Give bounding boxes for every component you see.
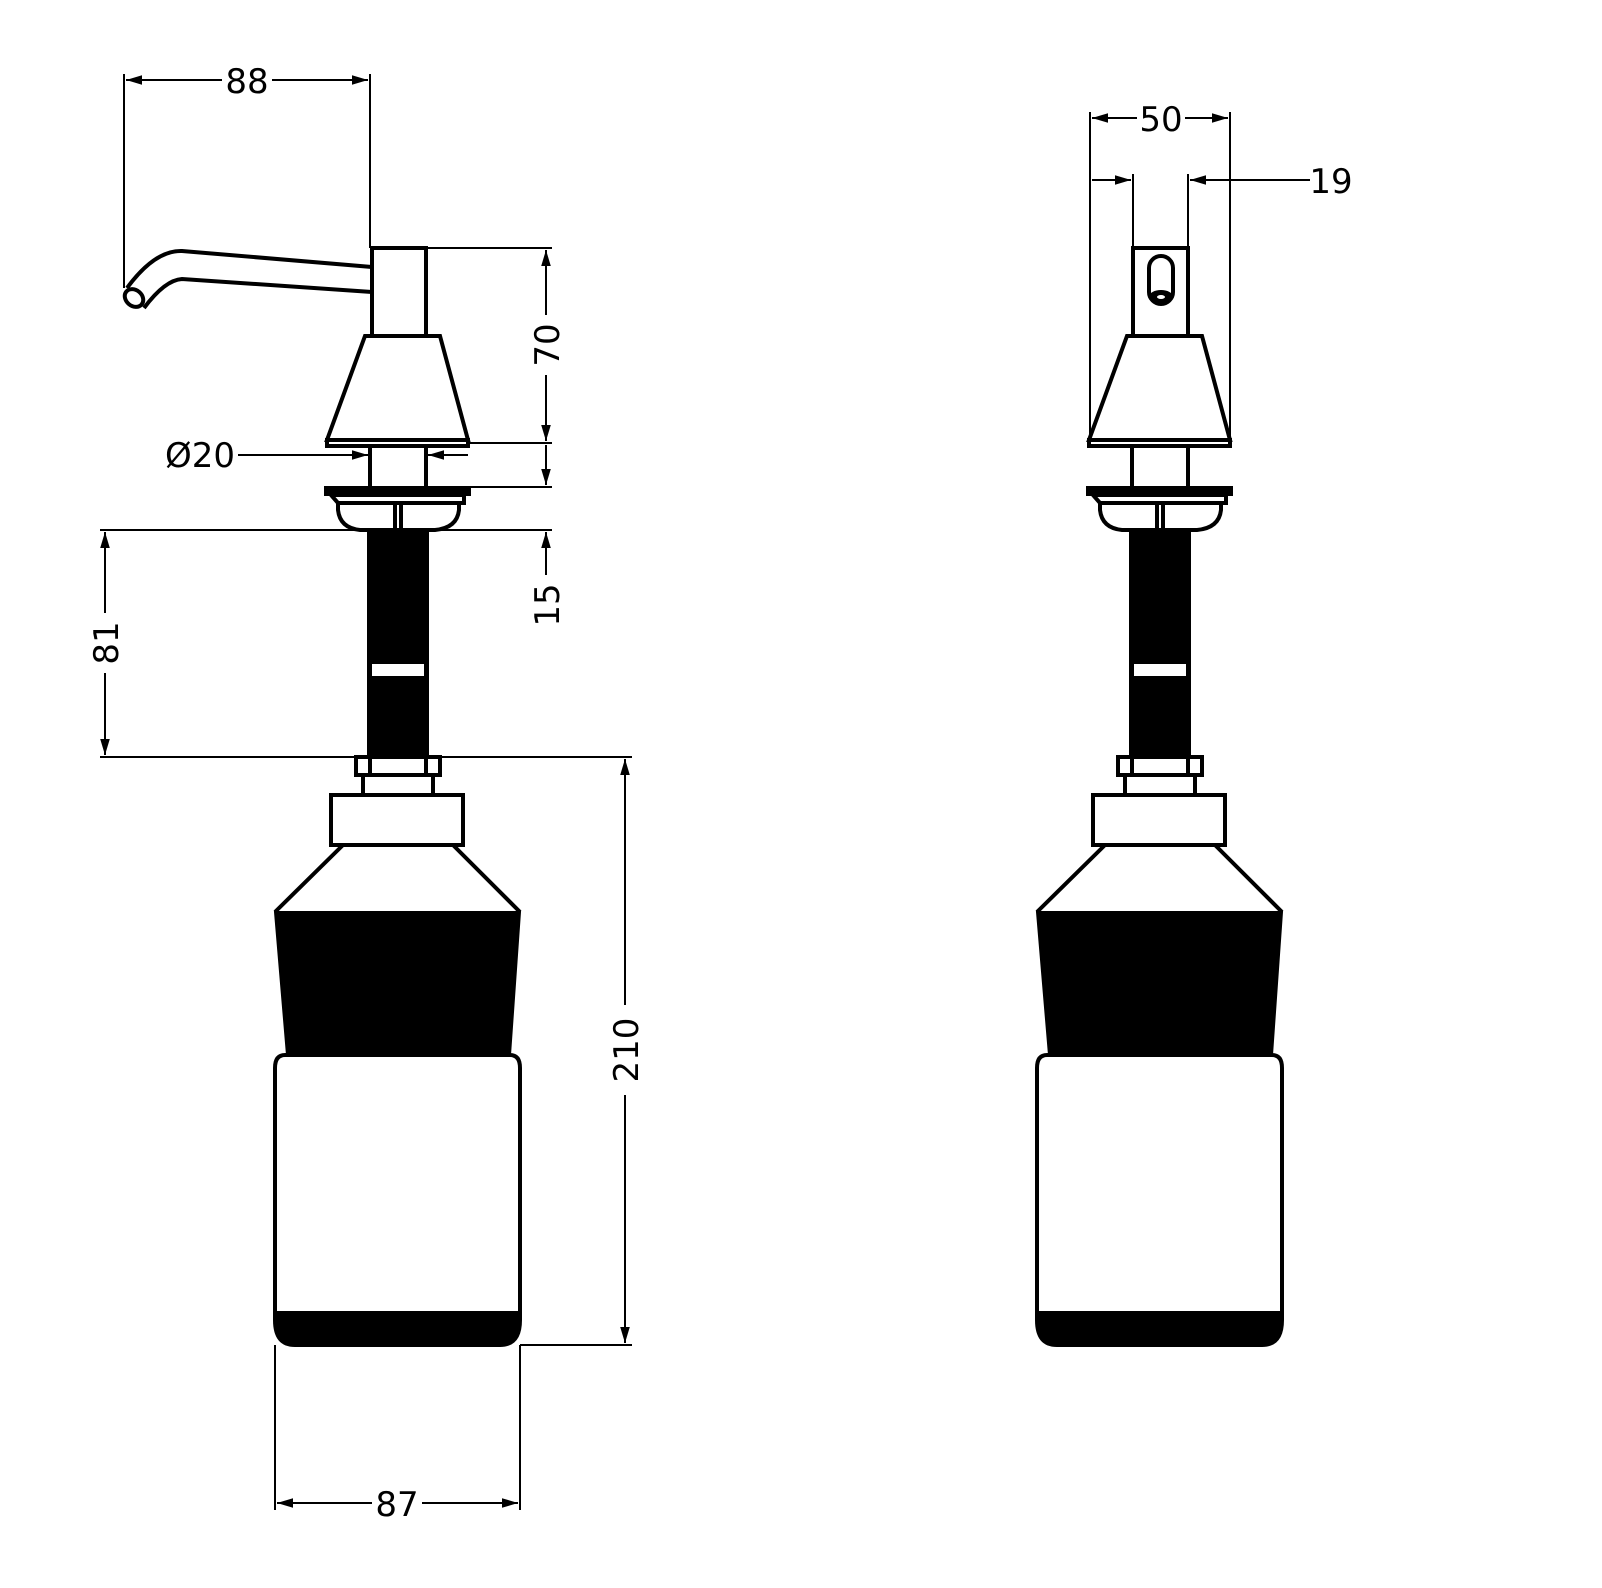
dimension-bottle-height: 210 (440, 756, 647, 1346)
spout (122, 246, 428, 338)
dimension-label: 50 (1139, 100, 1182, 140)
dispenser-side (1035, 334, 1284, 1347)
dimension-label: 19 (1309, 162, 1352, 202)
dimension-label: 15 (528, 583, 568, 626)
side-view: 50 19 (1035, 100, 1353, 1347)
dimension-label: 210 (607, 1018, 647, 1083)
dimension-stem-width: 19 (1092, 162, 1353, 248)
dimension-label: 81 (87, 621, 127, 664)
dimension-label: 88 (225, 62, 268, 102)
dimension-head-height: 70 (426, 247, 568, 444)
dimension-flange-height: 15 (430, 445, 568, 627)
dimension-label: 70 (528, 323, 568, 366)
side-stem (1131, 246, 1190, 338)
dimension-neck-diameter: Ø20 (165, 436, 468, 476)
dimension-head-width: 50 (1089, 100, 1231, 440)
dimension-label: 87 (375, 1485, 418, 1525)
dimension-bottle-width: 87 (274, 1345, 521, 1525)
dimension-label: Ø20 (165, 436, 235, 476)
front-view: 88 70 Ø20 15 81 (87, 62, 647, 1525)
dimension-spout-reach: 88 (123, 62, 371, 288)
dimension-tube-length: 81 (87, 529, 368, 758)
